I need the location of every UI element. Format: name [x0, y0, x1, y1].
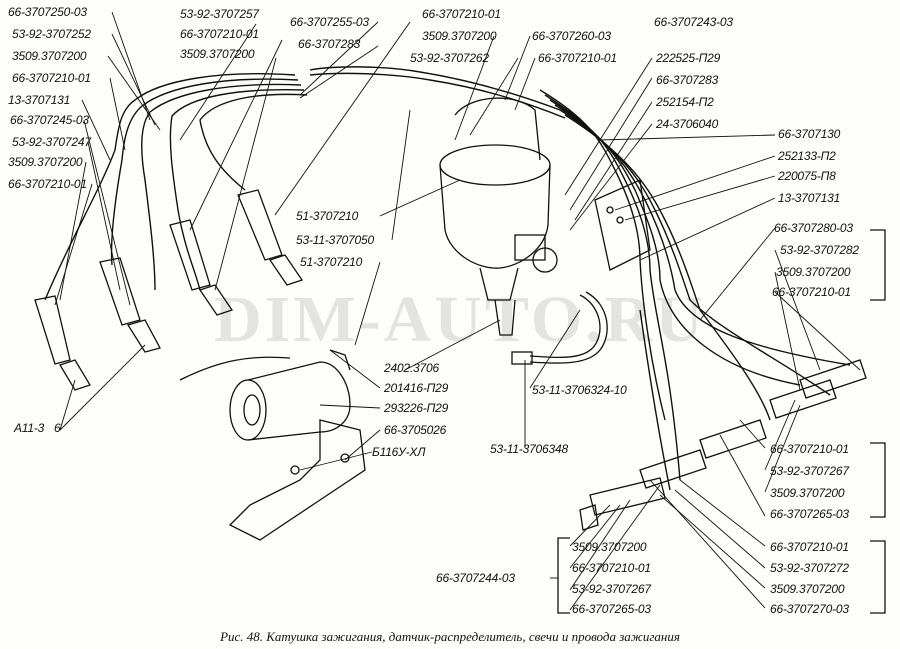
part-label: 53-11-3706324-10	[532, 383, 627, 397]
bracket-right-group-c	[870, 540, 886, 614]
part-label: 201416-П29	[384, 381, 449, 395]
part-label: 3509.3707200	[776, 265, 851, 279]
part-label: 66-3707280-03	[774, 221, 853, 235]
distributor	[439, 97, 558, 336]
leader-lines	[54, 11, 861, 611]
part-label: 252154-П2	[656, 95, 714, 109]
part-label: 2402.3706	[384, 361, 439, 375]
plug-tips-right	[579, 359, 867, 531]
part-label: 66-3707244-03	[436, 571, 515, 585]
part-label: 3509.3707200	[12, 49, 87, 63]
part-label: 66-3707245-03	[10, 113, 89, 127]
part-label: 66-3707243-03	[654, 15, 733, 29]
part-label: 53-11-3707050	[296, 233, 374, 247]
part-label: 53-92-3707272	[770, 561, 849, 575]
part-label: 3509.3707200	[180, 47, 255, 61]
part-label: 3509.3707200	[770, 582, 845, 596]
part-label: 53-11-3706348	[490, 442, 568, 456]
part-label: 13-3707131	[778, 191, 841, 205]
part-label: 66-3707255-03	[290, 15, 369, 29]
part-label: 66-3707210-01	[772, 285, 851, 299]
bracket-bottom-group	[557, 537, 570, 614]
part-label: 66-3707210-01	[180, 27, 259, 41]
part-label: 66-3707210-01	[8, 177, 87, 191]
part-label: 53-92-3707282	[780, 243, 859, 257]
part-label: Б116У-ХЛ	[372, 445, 426, 459]
part-label: 252133-П2	[778, 149, 836, 163]
part-label: 51-3707210	[300, 255, 363, 269]
part-label: 66-3707250-03	[8, 5, 87, 19]
bracket-right-group-a	[870, 229, 886, 301]
part-label: 53-92-3707267	[770, 464, 849, 478]
vacuum-hose	[511, 291, 608, 365]
part-label: 66-3707210-01	[422, 7, 501, 21]
part-label: 66-3707210-01	[572, 561, 651, 575]
part-label: 66-3707210-01	[770, 540, 849, 554]
part-label: 53-92-3707262	[410, 51, 489, 65]
part-label: 66-3707260-03	[532, 29, 611, 43]
part-label: 24-3706040	[656, 117, 719, 131]
part-label: 220075-П8	[778, 169, 836, 183]
part-label: 66-3707210-01	[12, 71, 91, 85]
part-label: 66-3707210-01	[538, 51, 617, 65]
part-label: 3509.3707200	[8, 155, 83, 169]
part-label: 53-92-3707252	[12, 27, 91, 41]
part-label: 51-3707210	[296, 209, 359, 223]
part-label: 66-3707130	[778, 127, 841, 141]
harness-bracket	[594, 179, 651, 271]
ignition-coil	[179, 349, 366, 541]
part-label: 66-3705026	[384, 423, 447, 437]
part-label: 66-3707283	[298, 37, 361, 51]
part-label: 66-3707270-03	[770, 602, 849, 616]
part-label: 66-3707265-03	[572, 602, 651, 616]
part-label: 222525-П29	[656, 51, 721, 65]
part-label: 66-3707265-03	[770, 507, 849, 521]
part-label: 3509.3707200	[572, 540, 647, 554]
plug-quantity: 6	[54, 421, 61, 435]
part-label: 53-92-3707247	[12, 135, 91, 149]
part-label: 13-3707131	[8, 93, 71, 107]
part-label: 293226-П29	[384, 401, 449, 415]
part-label: 3509.3707200	[770, 486, 845, 500]
part-label: 53-92-3707267	[572, 582, 651, 596]
part-label: 53-92-3707257	[180, 7, 259, 21]
part-label: 3509.3707200	[422, 29, 497, 43]
part-label: 66-3707283	[656, 73, 719, 87]
part-label: 66-3707210-01	[770, 442, 849, 456]
right-harness	[539, 89, 851, 491]
figure-caption: Рис. 48. Катушка зажигания, датчик-распр…	[220, 629, 680, 644]
plug-label: А11-3	[14, 421, 45, 435]
bracket-right-group-b	[870, 442, 886, 518]
